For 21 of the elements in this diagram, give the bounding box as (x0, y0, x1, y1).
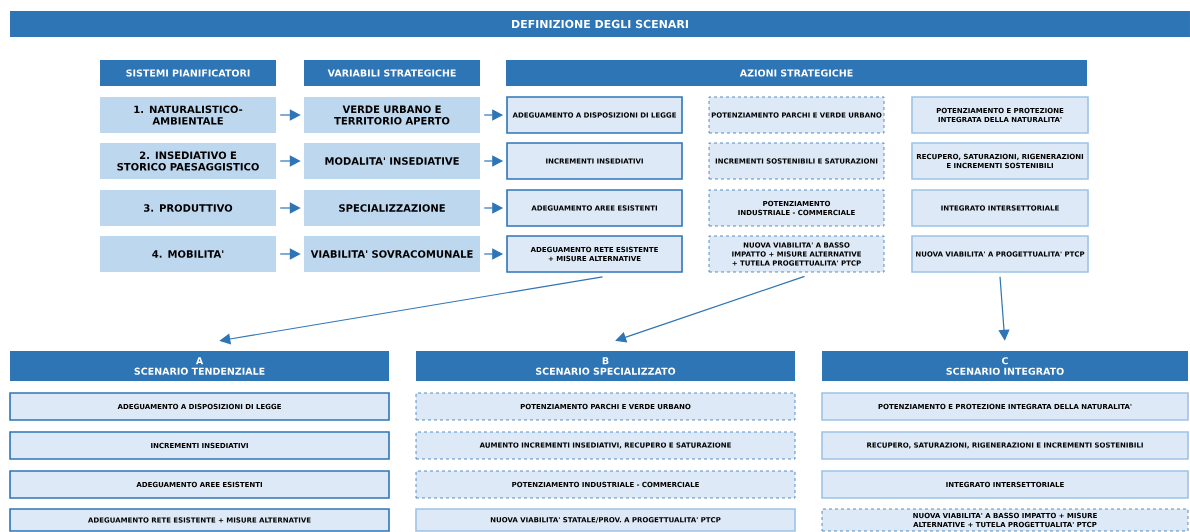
header-band: VARIABILI STRATEGICHE (304, 60, 480, 86)
arrow (279, 248, 301, 260)
header-band: SISTEMI PIANIFICATORI (100, 60, 276, 86)
system-box: VERDE URBANO E TERRITORIO APERTO (304, 97, 480, 133)
system-box: MODALITA' INSEDIATIVE (304, 143, 480, 179)
system-box: 2. INSEDIATIVO E STORICO PAESAGGISTICO (100, 143, 276, 179)
system-box: SPECIALIZZAZIONE (304, 190, 480, 226)
title-banner: DEFINIZIONE DEGLI SCENARI (10, 11, 1190, 37)
system-box: VIABILITA' SOVRACOMUNALE (304, 236, 480, 272)
system-box: 3. PRODUTTIVO (100, 190, 276, 226)
system-box: 1. NATURALISTICO-AMBIENTALE (100, 97, 276, 133)
arrow (998, 276, 1010, 341)
scenario-header: B SCENARIO SPECIALIZZATO (416, 351, 795, 381)
scenario-header: C SCENARIO INTEGRATO (822, 351, 1188, 381)
arrow (279, 109, 301, 121)
arrow (615, 275, 806, 343)
system-box: 4. MOBILITA' (100, 236, 276, 272)
arrow (279, 155, 301, 167)
header-band: AZIONI STRATEGICHE (506, 60, 1087, 86)
arrow (279, 202, 301, 214)
scenario-header: A SCENARIO TENDENZIALE (10, 351, 389, 381)
